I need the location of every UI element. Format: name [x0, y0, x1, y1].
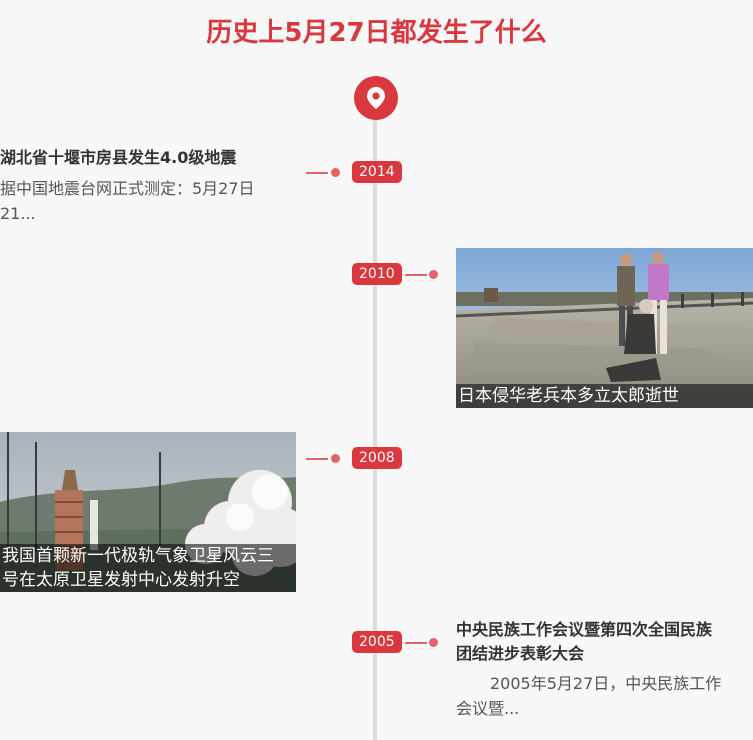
event-desc-line-1: 2005年5月27日，中央民族工作	[490, 674, 722, 693]
connector-dot	[331, 168, 340, 177]
year-badge: 2005	[352, 631, 402, 653]
event-title-line-2[interactable]: 团结进步表彰大会	[456, 644, 585, 663]
connector-line	[306, 458, 328, 460]
photo-caption-line-1: 我国首颗新一代极轨气象卫星风云三	[2, 546, 274, 566]
event-title[interactable]: 湖北省十堰市房县发生4.0级地震	[0, 148, 237, 167]
connector-dot	[331, 454, 340, 463]
photo-caption-line-2: 号在太原卫星发射中心发射升空	[2, 570, 240, 590]
connector-dot	[429, 638, 438, 647]
photo-caption: 我国首颗新一代极轨气象卫星风云三 号在太原卫星发射中心发射升空	[0, 544, 296, 592]
event-photo[interactable]: 我国首颗新一代极轨气象卫星风云三 号在太原卫星发射中心发射升空	[0, 432, 296, 592]
timeline-axis	[373, 100, 377, 740]
event-photo[interactable]: 日本侵华老兵本多立太郎逝世	[456, 248, 753, 408]
event-title-line-1[interactable]: 中央民族工作会议暨第四次全国民族	[456, 620, 713, 639]
event-desc-line-2: 会议暨...	[456, 699, 520, 718]
connector-line	[405, 642, 427, 644]
year-badge: 2008	[352, 447, 402, 469]
page-title: 历史上5月27日都发生了什么	[206, 18, 547, 48]
year-badge: 2014	[352, 161, 402, 183]
year-badge: 2010	[352, 263, 402, 285]
connector-line	[306, 172, 328, 174]
bridge-photo-image	[456, 248, 753, 408]
event-desc-line-2: 21...	[0, 204, 36, 223]
connector-line	[405, 274, 427, 276]
connector-dot	[429, 270, 438, 279]
event-desc-line-1: 据中国地震台网正式测定：5月27日	[0, 179, 255, 198]
photo-caption: 日本侵华老兵本多立太郎逝世	[456, 384, 753, 408]
location-pin-icon	[354, 76, 398, 120]
